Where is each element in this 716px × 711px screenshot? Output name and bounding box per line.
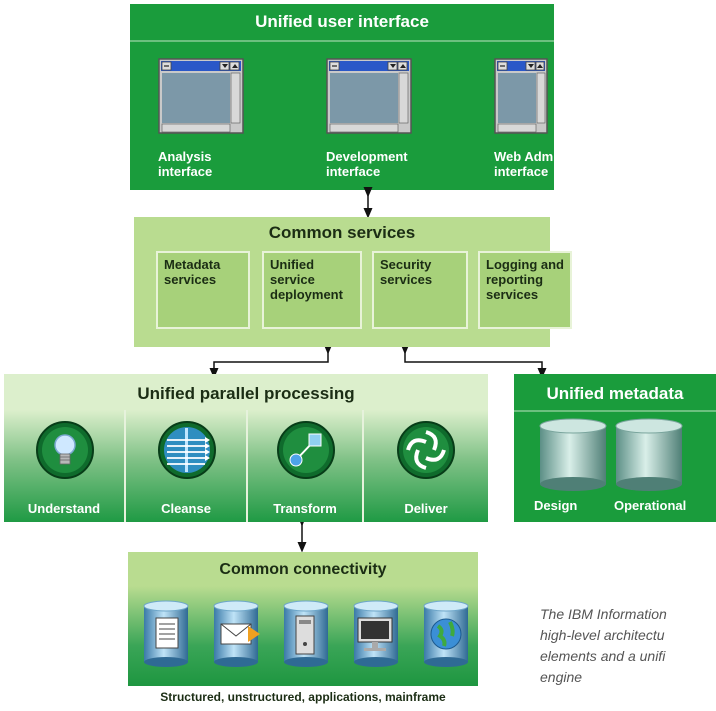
unified-user-interface-panel: Unified user interface Analysis interfac… xyxy=(130,4,565,190)
unified-metadata-panel: Unified metadata Design Operational xyxy=(514,374,716,522)
web-admin-label-line1: Web Admin xyxy=(494,149,565,164)
source-icons xyxy=(143,600,469,667)
caption-line: high-level architectu xyxy=(540,627,665,643)
window-icon xyxy=(158,58,244,134)
security-services-box: Security services xyxy=(372,251,468,329)
arrow-services-metadata xyxy=(400,344,547,379)
web-admin-label-line2: interface xyxy=(494,164,549,179)
stage-understand: Understand xyxy=(4,410,126,522)
filter-arrows-icon xyxy=(158,421,216,479)
analysis-label-line1: Analysis xyxy=(158,149,212,164)
svc-line: services xyxy=(486,287,539,302)
unified-metadata-title: Unified metadata xyxy=(546,384,684,403)
operational-label: Operational xyxy=(614,498,687,513)
svc-line: Metadata xyxy=(164,257,221,272)
stage-label: Transform xyxy=(273,501,337,516)
common-connectivity-title: Common connectivity xyxy=(219,561,387,578)
stage-transform: Transform xyxy=(248,410,364,522)
window-icon xyxy=(326,58,412,134)
svc-line: deployment xyxy=(270,287,343,302)
caption-line: The IBM Information xyxy=(540,606,667,622)
design-database-icon xyxy=(539,418,607,491)
svc-line: services xyxy=(380,272,433,287)
stage-deliver: Deliver xyxy=(364,410,488,522)
metadata-services-box: Metadata services xyxy=(156,251,250,329)
monitor-icon xyxy=(353,600,399,667)
stage-label: Cleanse xyxy=(161,501,211,516)
svc-line: Security xyxy=(380,257,432,272)
stage-label: Understand xyxy=(27,501,101,516)
logging-reporting-services-box: Logging and reporting services xyxy=(478,251,572,329)
common-services-title: Common services xyxy=(268,223,416,242)
svc-line: services xyxy=(164,272,217,287)
caption-line: engine xyxy=(540,669,583,685)
development-window: Development interface xyxy=(326,58,412,179)
figure-caption: The IBM Information high-level architect… xyxy=(540,604,716,688)
stage-cleanse: Cleanse xyxy=(126,410,248,522)
server-icon xyxy=(283,600,329,667)
operational-database-icon xyxy=(615,418,683,491)
parallel-processing-panel: Unified parallel processing Understand xyxy=(4,374,488,522)
node-transform-icon xyxy=(277,421,335,479)
common-connectivity-panel: Common connectivity xyxy=(128,552,478,686)
caption-line: elements and a unifi xyxy=(540,648,666,664)
swirl-deliver-icon xyxy=(397,421,455,479)
svc-line: Logging and xyxy=(486,257,564,272)
window-icon xyxy=(494,58,548,134)
stage-label: Deliver xyxy=(404,501,448,516)
analysis-label-line2: interface xyxy=(158,164,213,179)
processing-stages: Understand Cleanse xyxy=(4,410,488,522)
globe-icon xyxy=(423,600,469,667)
document-icon xyxy=(143,600,189,667)
svc-line: reporting xyxy=(486,272,544,287)
unified-user-interface-title: Unified user interface xyxy=(255,12,429,31)
lightbulb-icon xyxy=(36,421,94,479)
design-label: Design xyxy=(534,498,578,513)
parallel-processing-title: Unified parallel processing xyxy=(137,384,355,403)
common-services-panel: Common services Metadata services Unifie… xyxy=(134,217,572,347)
header-divider xyxy=(514,410,716,412)
database-cylinders xyxy=(539,418,683,491)
svc-line: service xyxy=(270,272,315,287)
unified-service-deployment-box: Unified service deployment xyxy=(262,251,362,329)
connectivity-icons xyxy=(128,586,478,686)
development-label-line1: Development xyxy=(326,149,408,164)
connectivity-caption: Structured, unstructured, applications, … xyxy=(160,690,446,704)
web-admin-window: Web Admin interface xyxy=(494,58,580,179)
development-label-line2: interface xyxy=(326,164,381,179)
header-divider xyxy=(130,40,554,42)
analysis-window: Analysis interface xyxy=(158,58,244,179)
arrow-services-processing xyxy=(209,344,333,379)
svc-line: Unified xyxy=(270,257,315,272)
envelope-icon xyxy=(213,600,260,667)
